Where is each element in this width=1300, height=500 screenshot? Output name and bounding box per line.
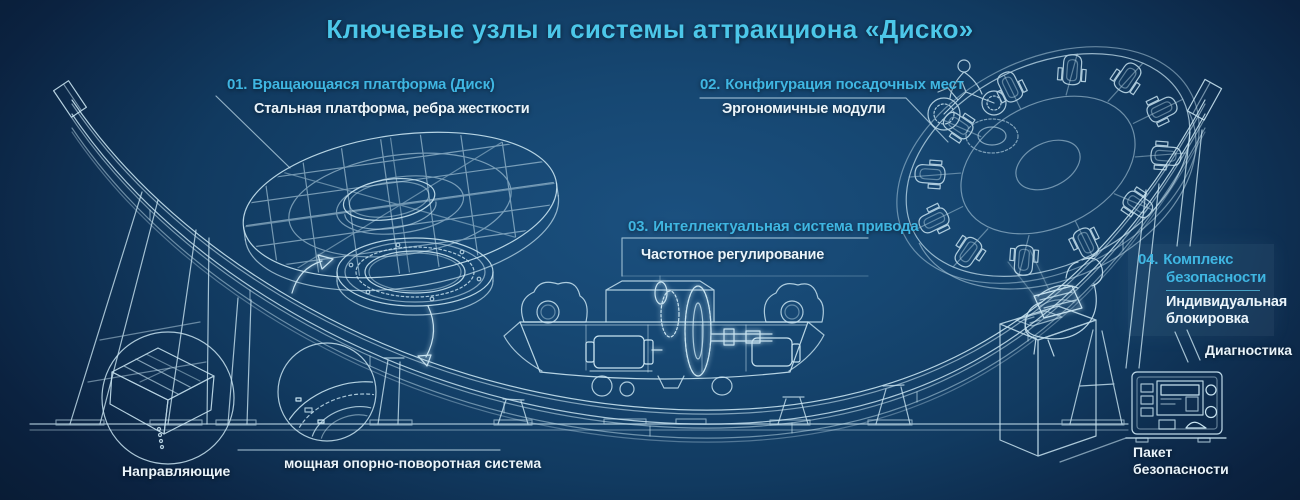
label-01-title: Вращающаяся платформа (Диск) bbox=[252, 76, 495, 93]
label-04-heading: 04.Комплекс безопасности bbox=[1128, 244, 1270, 287]
label-03-title: Интеллектуальная система привода bbox=[653, 218, 919, 235]
slewing-ring-gear bbox=[336, 237, 494, 316]
label-02-number: 02. bbox=[700, 76, 721, 93]
label-04-title: Комплекс безопасности bbox=[1163, 251, 1267, 286]
page-title: Ключевые узлы и системы аттракциона «Дис… bbox=[326, 14, 974, 44]
support-legs bbox=[69, 129, 1203, 425]
label-03-subtitle: Частотное регулирование bbox=[641, 247, 825, 263]
gearbox-highlight bbox=[651, 281, 773, 377]
annotation-guides: Направляющие bbox=[122, 463, 231, 479]
annotation-slewing-system: мощная опорно-поворотная система bbox=[284, 455, 542, 471]
label-02-title: Конфигурация посадочных мест bbox=[725, 76, 964, 93]
rotating-disc-platform bbox=[239, 119, 561, 295]
electric-motor-left bbox=[585, 335, 654, 372]
track-curve bbox=[52, 78, 1223, 443]
label-02-heading: 02.Конфигурация посадочных мест bbox=[700, 76, 964, 93]
rotation-arrows bbox=[291, 254, 435, 367]
carriage-rollers bbox=[591, 375, 733, 397]
electric-motor-right bbox=[751, 337, 801, 367]
label-04-subtitle: Индивидуальная блокировка bbox=[1166, 294, 1288, 327]
motorbike-figure bbox=[927, 59, 1007, 131]
label-04-number: 04. bbox=[1138, 251, 1159, 268]
label-01-number: 01. bbox=[227, 76, 248, 93]
label-03-number: 03. bbox=[628, 218, 649, 235]
label-02-subtitle: Эргономичные модули bbox=[722, 101, 886, 117]
annotation-safety-package: Пакет безопасности bbox=[1133, 444, 1229, 477]
inset-guide-rails bbox=[101, 331, 235, 465]
carriage-seats bbox=[521, 281, 824, 324]
label-03-heading: 03.Интеллектуальная система привода bbox=[628, 218, 919, 235]
seating-module bbox=[896, 46, 1200, 290]
restraint-glow-screen bbox=[1007, 249, 1083, 319]
diagnostics-panel bbox=[1059, 371, 1227, 463]
annotation-diagnostics: Диагностика bbox=[1205, 342, 1293, 358]
label-04-divider bbox=[1166, 290, 1260, 291]
label-04-panel: 04.Комплекс безопасности Индивидуальная … bbox=[1128, 244, 1287, 336]
drive-unit bbox=[503, 280, 825, 397]
label-01-heading: 01.Вращающаяся платформа (Диск) bbox=[227, 76, 495, 93]
control-pedestal bbox=[999, 305, 1097, 457]
label-01-subtitle: Стальная платформа, ребра жесткости bbox=[254, 101, 530, 117]
inset-slewing-ring bbox=[277, 342, 377, 442]
leader-lines bbox=[215, 95, 949, 451]
